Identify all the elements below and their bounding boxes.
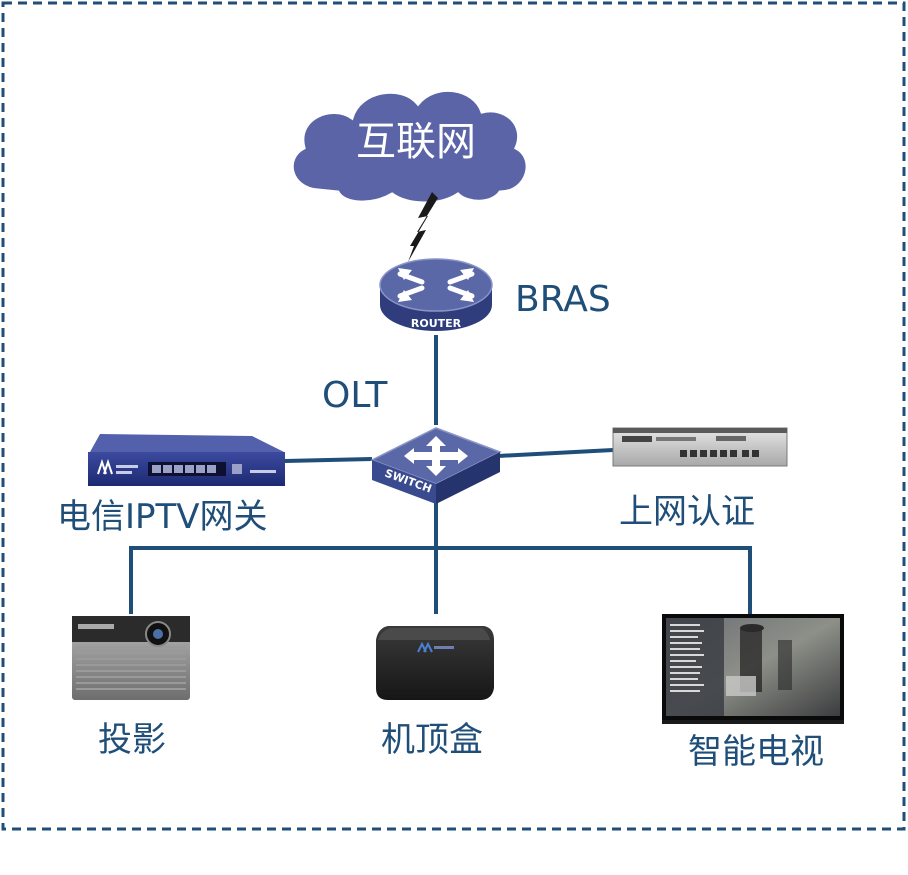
link-switch-auth [497,448,614,458]
diagram-border [1,1,906,831]
auth-label: 上网认证 [619,492,755,532]
link-gateway-switch [284,457,373,463]
connection-lines [129,335,752,614]
smart-tv-device-icon [662,614,844,724]
iptv-gateway-device-icon [88,434,285,486]
router-icon: ROUTER [379,258,493,331]
bras-label: BRAS [515,279,611,320]
projector-label: 投影 [98,720,166,760]
olt-label: OLT [322,375,388,416]
switch-icon: SWITCH [370,427,502,504]
set-top-box-device-icon [376,626,494,700]
set-top-box-label: 机顶盒 [381,720,483,760]
internet-cloud-icon [290,88,529,205]
smart-tv-label: 智能电视 [688,732,824,772]
lightning-bolt-icon [408,192,438,262]
iptv-gateway-label: 电信IPTV网关 [57,497,268,537]
router-badge: ROUTER [411,317,462,330]
auth-server-device-icon [612,427,788,467]
projector-device-icon [72,616,190,700]
internet-label: 互联网 [356,119,476,165]
